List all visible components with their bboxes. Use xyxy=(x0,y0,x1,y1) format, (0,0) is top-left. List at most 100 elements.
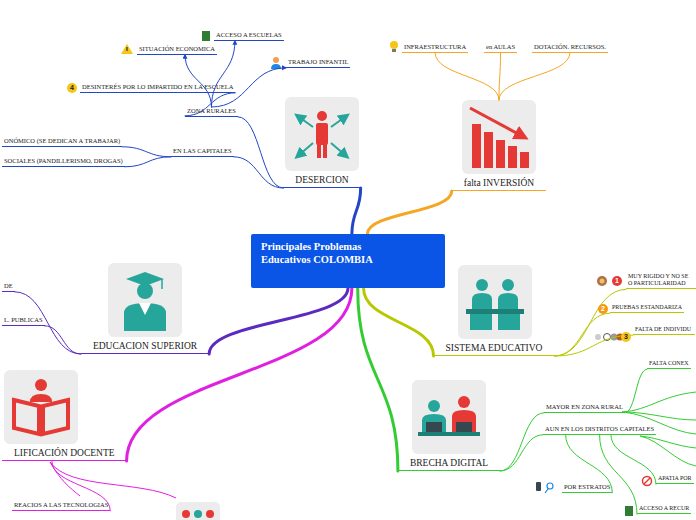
subtopic: ACCESO A RECUR xyxy=(637,505,691,514)
docente-icon xyxy=(14,400,39,434)
educacion-icon xyxy=(108,263,182,337)
brecha-icon xyxy=(422,414,446,432)
small-icons xyxy=(547,483,553,489)
brecha-icon xyxy=(426,422,442,432)
connector xyxy=(554,289,626,356)
small-icons xyxy=(597,276,607,286)
subtopic: PRUEBAS ESTANDARIZA xyxy=(610,304,684,313)
connector xyxy=(358,288,398,471)
topic-text: ZONA RURALES xyxy=(187,107,236,115)
topic-text: SITUACIÓN ECONOMICA xyxy=(139,45,215,53)
desercion-icon xyxy=(285,97,359,171)
small-icons xyxy=(121,44,133,54)
small-icons xyxy=(545,489,548,493)
icon-space xyxy=(93,263,197,341)
topic-text: AUN EN LOS DISTRITOS CAPITALES xyxy=(545,425,654,433)
desercion-icon xyxy=(285,97,359,171)
sistema-icon xyxy=(476,279,488,291)
topic-text: falta INVERSIÓN xyxy=(464,178,534,188)
topic-text: MUY RIGIDO Y NO SE O PARTICULARIDAD xyxy=(628,273,694,287)
small-icons xyxy=(273,57,279,63)
subtopic: ONÓMICO (SE DEDICAN A TRABAJAR) xyxy=(2,137,122,147)
branch-topic: DESERCION xyxy=(283,97,360,188)
connector xyxy=(499,53,570,100)
extra-branch-lines xyxy=(640,436,696,466)
sistema-icon xyxy=(498,314,520,330)
inversion-icon xyxy=(472,124,481,168)
desercion-icon xyxy=(331,143,345,155)
sistema-icon xyxy=(470,314,492,330)
educacion-icon xyxy=(137,283,153,299)
desercion-icon xyxy=(299,117,313,127)
icon-space xyxy=(446,265,543,343)
topic-text: APATIA POR xyxy=(658,475,692,482)
small-icons xyxy=(202,31,210,41)
small-icons xyxy=(644,478,650,484)
callout-number: 4 xyxy=(67,83,77,93)
docente-icon xyxy=(4,370,78,444)
connector xyxy=(185,55,211,107)
partial-icon xyxy=(206,510,214,518)
branch-topic: LIFICACIÓN DOCENTE xyxy=(2,370,127,461)
topic-text: SISTEMA EDUCATIVO xyxy=(446,343,543,353)
subtopic: FALTA CONEX xyxy=(647,360,691,369)
subtopic: SOCIALES (PANDILLERISMO, DROGAS) xyxy=(2,157,125,167)
connector xyxy=(625,369,647,413)
partial-icon xyxy=(176,502,220,520)
brecha-icon xyxy=(428,400,440,412)
connector xyxy=(45,326,81,354)
topic-text: TRABAJO INFANTIL xyxy=(288,58,348,66)
desercion-icon xyxy=(316,123,328,145)
partial-icon xyxy=(194,510,202,518)
docente-icon xyxy=(35,379,47,391)
connector xyxy=(611,435,656,484)
small-icons xyxy=(536,482,541,491)
connector xyxy=(127,288,352,461)
topic-text: DOTACIÓN. RECURSOS. xyxy=(534,43,606,51)
connector xyxy=(209,288,348,354)
extra-branch-lines xyxy=(50,392,696,498)
topic-text: PRUEBAS ESTANDARIZA xyxy=(612,304,682,311)
topic-text: Principales Problemas Educativos COLOMBI… xyxy=(261,241,381,266)
inversion-icon xyxy=(462,100,536,174)
inversion-icon xyxy=(496,140,505,168)
sistema-icon xyxy=(502,279,514,291)
topic-text: ACCESO A ESCUELAS xyxy=(216,31,282,39)
small-icons xyxy=(126,47,127,51)
brecha-icon xyxy=(452,410,476,432)
callout-number: 2 xyxy=(598,304,608,314)
topic-text: INFRAESTRUCTURA xyxy=(404,43,466,51)
connector xyxy=(367,191,451,234)
educacion-icon xyxy=(108,263,182,337)
subtopic: MAYOR EN ZONA RURAL xyxy=(544,403,625,413)
topic-text: FALTA DE INDIVIDU xyxy=(635,326,693,333)
connector xyxy=(554,313,610,356)
small-icons xyxy=(392,49,396,52)
small-icons xyxy=(595,334,601,340)
extra-branch-lines xyxy=(50,462,80,496)
subtopic: ACCESO A ESCUELAS xyxy=(214,31,284,41)
icon-space xyxy=(464,100,534,178)
subtopic: SITUACIÓN ECONOMICA xyxy=(137,45,217,55)
topic-text: REACIOS A LAS TECNOLOGIAS xyxy=(14,501,108,509)
connector xyxy=(600,435,637,514)
subtopic: AUN EN LOS DISTRITOS CAPITALES xyxy=(543,425,656,435)
subtopic: L. PUBLICAS xyxy=(2,316,45,326)
branch-topic: EDUCACION SUPERIOR xyxy=(81,263,209,354)
educacion-icon xyxy=(124,303,166,331)
desercion-icon xyxy=(317,111,327,121)
brecha-icon xyxy=(418,432,480,436)
callout-number: 1 xyxy=(612,276,622,286)
topic-text: ONÓMICO (SE DEDICAN A TRABAJAR) xyxy=(4,137,120,145)
topic-text: LIFICACIÓN DOCENTE xyxy=(14,448,115,458)
subtopic: MUY RIGIDO Y NO SE O PARTICULARIDAD xyxy=(626,273,696,289)
connector xyxy=(364,288,434,356)
inversion-icon xyxy=(462,100,536,174)
inversion-icon xyxy=(484,132,493,168)
inversion-icon xyxy=(520,152,529,168)
topic-text: POR ESTRATOS xyxy=(564,483,610,491)
topic-text: BRECHA DIGITAL xyxy=(410,458,488,468)
docente-icon xyxy=(30,394,52,402)
docente-icon xyxy=(4,370,78,444)
brecha-icon xyxy=(412,380,486,454)
